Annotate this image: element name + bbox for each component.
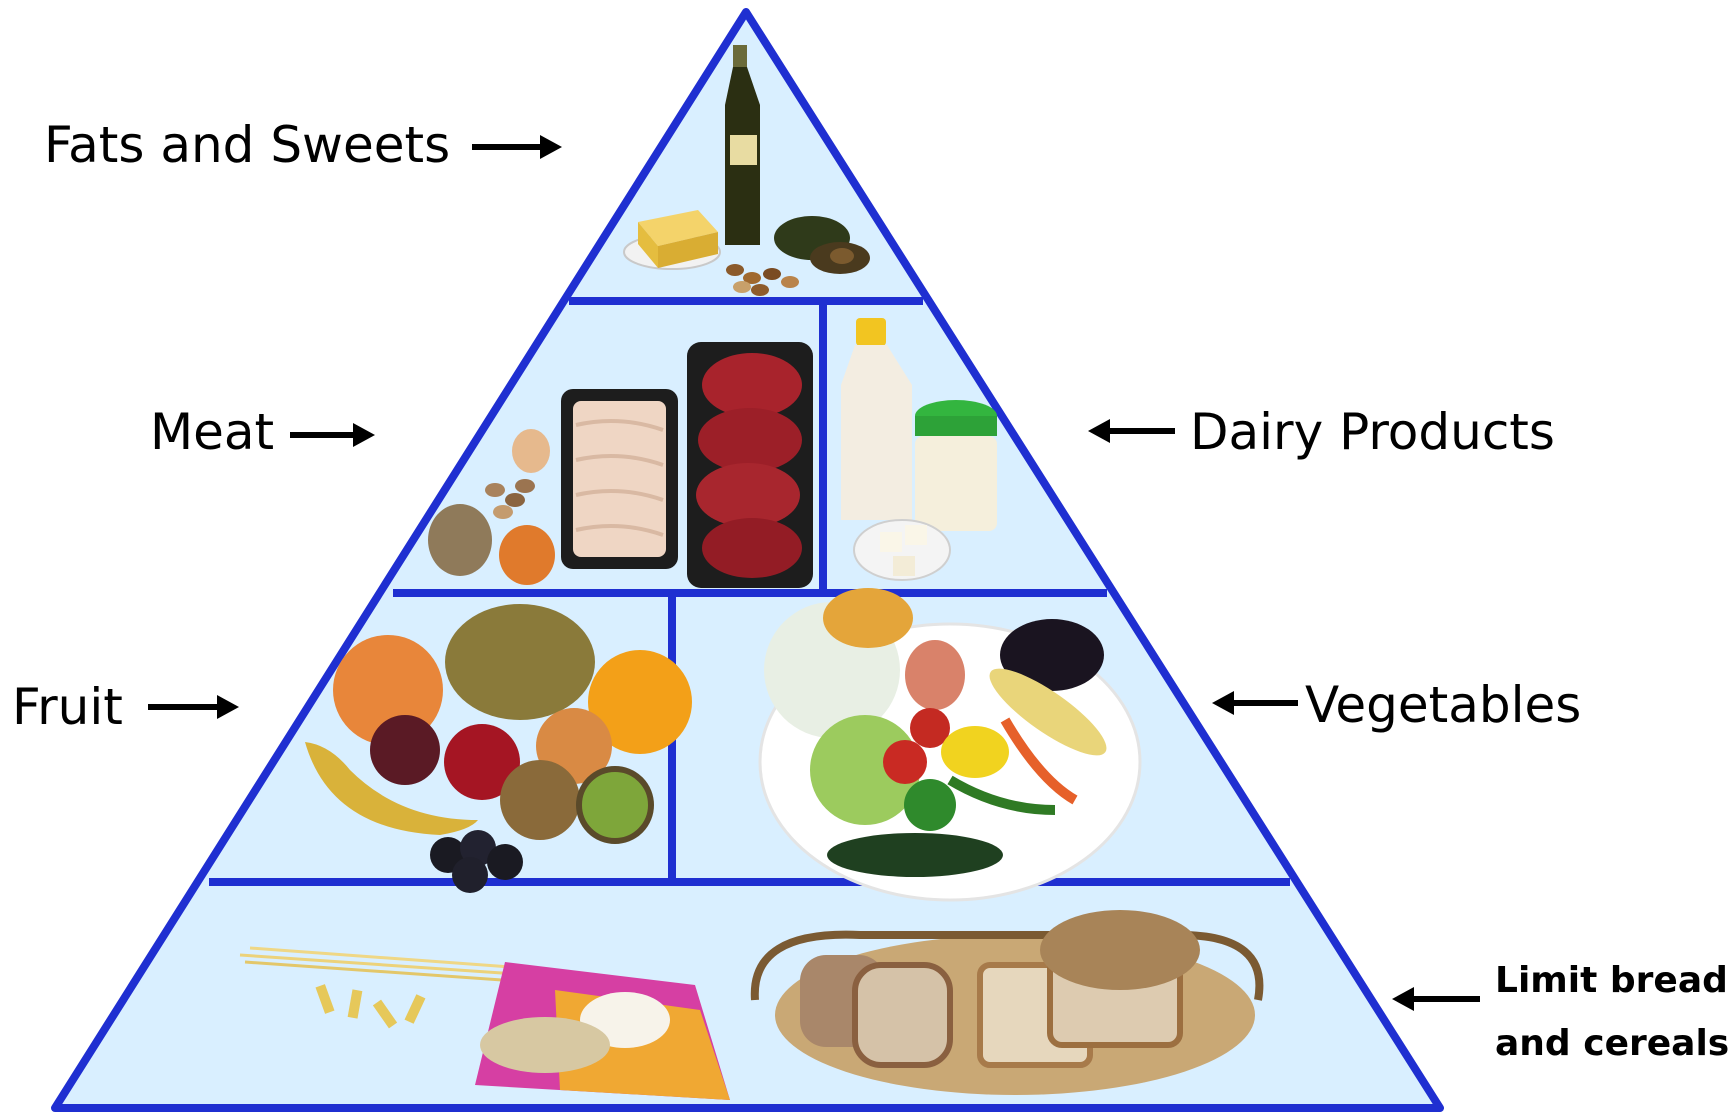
label-meat-text: Meat — [150, 403, 274, 461]
apple-icon — [444, 724, 520, 800]
butter-icon — [623, 210, 721, 270]
dairy-foods — [841, 318, 997, 581]
chicken-tray-icon — [561, 389, 678, 569]
tomato-icon — [883, 740, 927, 784]
eggplant-icon — [1000, 619, 1104, 691]
beef-tray-icon — [687, 342, 813, 588]
blackberries-icon — [430, 830, 523, 893]
label-dairy-text: Dairy Products — [1190, 403, 1555, 461]
banana-icon — [305, 742, 478, 835]
label-meat: Meat — [150, 403, 375, 461]
pasta-icon — [239, 946, 531, 1029]
lentils-icon — [428, 504, 555, 585]
beans-icon — [485, 479, 535, 519]
grains-foods — [239, 910, 1264, 1100]
egg-icon — [512, 429, 550, 473]
corn-icon — [989, 668, 1107, 756]
fruit-foods — [305, 604, 692, 893]
meat-foods — [428, 342, 813, 588]
orange-icon — [588, 650, 692, 754]
label-dairy: Dairy Products — [1088, 403, 1555, 461]
label-fruit: Fruit — [12, 678, 239, 736]
yogurt-jar-icon — [915, 400, 997, 531]
label-fruit-text: Fruit — [12, 678, 123, 736]
label-bread-line2: and cereals — [1495, 1023, 1729, 1064]
label-fats-sweets-text: Fats and Sweets — [44, 116, 450, 174]
fats-sweets-foods — [623, 45, 870, 296]
avocado-icon — [774, 216, 870, 274]
label-vegetables-text: Vegetables — [1305, 676, 1581, 734]
cheese-plate-icon — [853, 519, 951, 581]
oats-icon — [480, 1017, 610, 1073]
label-bread-line1: Limit bread — [1495, 960, 1728, 1001]
label-bread-cereals: Limit bread and cereals — [1392, 960, 1729, 1064]
zucchini-icon — [827, 833, 1003, 877]
vegetable-foods — [758, 588, 1142, 902]
milk-bottle-icon — [841, 318, 912, 520]
olive-oil-bottle-icon — [725, 45, 760, 245]
label-vegetables: Vegetables — [1212, 676, 1581, 734]
nuts-icon — [726, 264, 799, 296]
label-fats-sweets: Fats and Sweets — [44, 116, 562, 174]
kiwi-icon — [576, 766, 654, 844]
bread-basket-icon — [750, 910, 1264, 1095]
pineapple-icon — [445, 604, 595, 720]
